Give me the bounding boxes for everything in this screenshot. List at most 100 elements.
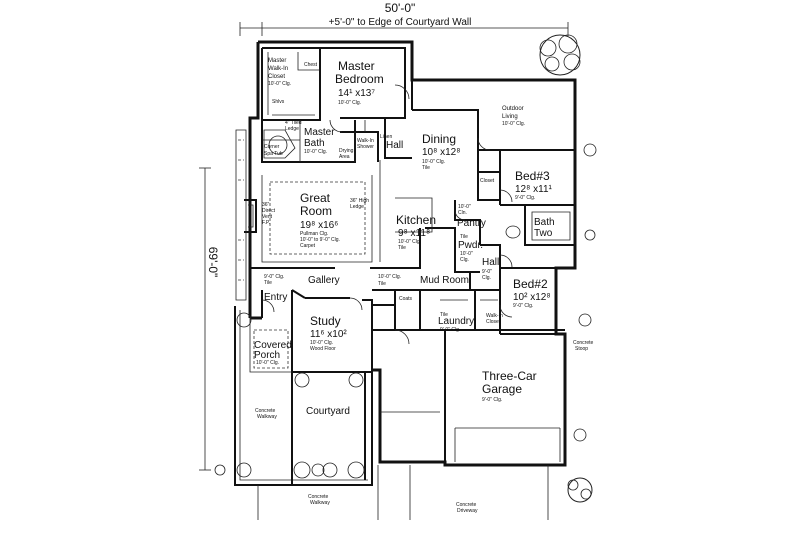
study-floor: Wood Floor [310, 346, 336, 352]
tree-icon [539, 34, 581, 76]
master-walkin-label-1: Master [268, 58, 286, 64]
shrub-icons [214, 143, 597, 479]
walkin-shower-label-1: Walk-In [357, 138, 374, 144]
outdoor-living-ceiling: 10'-0" Clg. [502, 121, 525, 127]
coats-label: Coats [399, 296, 413, 302]
shelves-label: Shlvs [272, 99, 285, 105]
tree-icon [567, 477, 593, 503]
concrete-walkway-side-label-1: Concrete [255, 408, 276, 414]
mud-room-ceiling: 10'-0" Clg. [378, 274, 401, 280]
master-bedroom-size: 14¹ x13⁷ [338, 88, 375, 99]
master-bath-label-2: Bath [304, 138, 325, 149]
dining-tile: Tile [422, 165, 430, 171]
side-dimension-label: 69'-0" [206, 247, 220, 278]
concrete-stoop-label-1: Concrete [573, 340, 594, 346]
garage-ceiling: 9'-0" Clg. [482, 397, 502, 403]
covered-porch-label-2: Porch [254, 350, 280, 361]
top-dimension-sub-label: +5'-0" to Edge of Courtyard Wall [329, 17, 472, 28]
linen-label: Linen [380, 134, 392, 140]
drying-area-label-2: Area [339, 154, 350, 160]
drying-area-label-1: Drying [339, 148, 354, 154]
pwdr-label: Pwdr. [458, 240, 483, 251]
high-ledge-label-2: Ledge [350, 204, 364, 210]
master-walkin-label-2: Walk-In [268, 66, 288, 72]
bed2-ceiling: 9'-0" Clg. [513, 303, 533, 309]
fireplace-label-4: F.P. [262, 220, 270, 226]
interior-walls [235, 47, 575, 462]
bed2-label: Bed#2 [513, 277, 548, 291]
cln-label-1: 10'-0" [458, 204, 471, 210]
concrete-walkway-side-label-2: Walkway [257, 414, 277, 420]
pwdr-ceiling-1: 10'-0" [460, 251, 473, 257]
master-bedroom-ceiling: 10'-0" Clg. [338, 100, 361, 106]
garage-label-1: Three-Car [482, 369, 537, 383]
corner-spa-label-2: Spa Tub [264, 151, 283, 157]
concrete-driveway-label-2: Driveway [457, 508, 478, 514]
pantry-label: Pantry [457, 218, 486, 229]
walkin-closet-label-2: Closet [486, 319, 501, 325]
room-labels: Master Walk-In Closet 10'-0" Clg. Chest … [254, 58, 594, 514]
master-walkin-label-3: Closet [268, 74, 285, 80]
covered-porch-ceiling: 10'-0" Clg. [256, 360, 279, 366]
top-dimension-label: 50'-0" [385, 1, 416, 15]
study-size: 11⁶ x10² [310, 329, 347, 340]
great-room-size: 19⁸ x16⁶ [300, 220, 338, 231]
bed3-label: Bed#3 [515, 169, 550, 183]
great-room-label-2: Room [300, 204, 332, 218]
fireplace-label-2: Direct [262, 208, 276, 214]
great-room-carpet: Carpet [300, 243, 316, 249]
mud-room-label: Mud Room [420, 275, 469, 286]
great-room-ceiling-2: 10'-0" to 9'-0" Clg. [300, 237, 340, 243]
site-lines [257, 465, 549, 520]
exterior-walls [234, 40, 577, 486]
hall-label: Hall [386, 140, 403, 151]
concrete-walkway-bottom-label-2: Walkway [310, 500, 330, 506]
fireplace-label-1: 36" [262, 202, 270, 208]
stone-texture [238, 139, 244, 281]
garage-label-2: Garage [482, 382, 522, 396]
gallery-ceiling: 9'-0" Clg. [264, 274, 284, 280]
chest-label: Chest [304, 62, 318, 68]
dining-size: 10⁸ x12⁸ [422, 147, 460, 158]
walkin-shower-label-2: Shower [357, 144, 374, 150]
laundry-label: Laundry [438, 316, 474, 327]
laundry-ceiling: 9'-0" Clg. [440, 327, 460, 333]
mud-room-tile: Tile [378, 281, 386, 287]
door-swings [261, 84, 513, 345]
outdoor-living-label-1: Outdoor [502, 106, 524, 112]
kitchen-tile: Tile [398, 245, 406, 251]
pwdr-ceiling-2: Clg. [460, 257, 469, 263]
laundry-tile: Tile [440, 312, 448, 318]
bath-two-label-2: Two [534, 228, 553, 239]
great-room-ceiling-1: Pullman Clg. [300, 231, 328, 237]
tiled-ledge-label-2: Ledge [285, 126, 299, 132]
hall2-ceiling-1: 9'-0" [482, 269, 492, 275]
concrete-stoop-label-2: Stoop [575, 346, 588, 352]
gallery-label: Gallery [308, 275, 340, 286]
top-dimension: 50'-0" +5'-0" to Edge of Courtyard Wall [239, 1, 569, 36]
entry-label: Entry [264, 292, 287, 303]
bath-two-label-1: Bath [534, 217, 555, 228]
kitchen-label: Kitchen [396, 213, 436, 227]
high-ledge-label-1: 36" High [350, 198, 369, 204]
bed3-size: 12⁸ x11¹ [515, 184, 553, 195]
hall2-ceiling-2: Clg. [482, 275, 491, 281]
concrete-walkway-bottom-label-1: Concrete [308, 494, 329, 500]
great-room-label-1: Great [300, 191, 331, 205]
kitchen-ceiling: 10'-0" Clg. [398, 239, 421, 245]
tiled-ledge-label-1: 4" Tiled [285, 120, 302, 126]
gallery-tile: Tile [264, 280, 272, 286]
bed2-size: 10² x12⁸ [513, 292, 551, 303]
kitchen-size: 9⁸ x11⁸ [398, 228, 430, 239]
bed3-ceiling: 9'-0" Clg. [515, 195, 535, 201]
dining-label: Dining [422, 132, 456, 146]
concrete-driveway-label-1: Concrete [456, 502, 477, 508]
covered-porch-label-1: Covered [254, 340, 292, 351]
study-label: Study [310, 314, 341, 328]
fireplace-label-3: Vent [262, 214, 273, 220]
master-bedroom-label-1: Master [338, 59, 375, 73]
master-bath-label-1: Master [304, 127, 335, 138]
cln-label-2: Cln. [458, 210, 467, 216]
hall2-label: Hall [482, 257, 499, 268]
